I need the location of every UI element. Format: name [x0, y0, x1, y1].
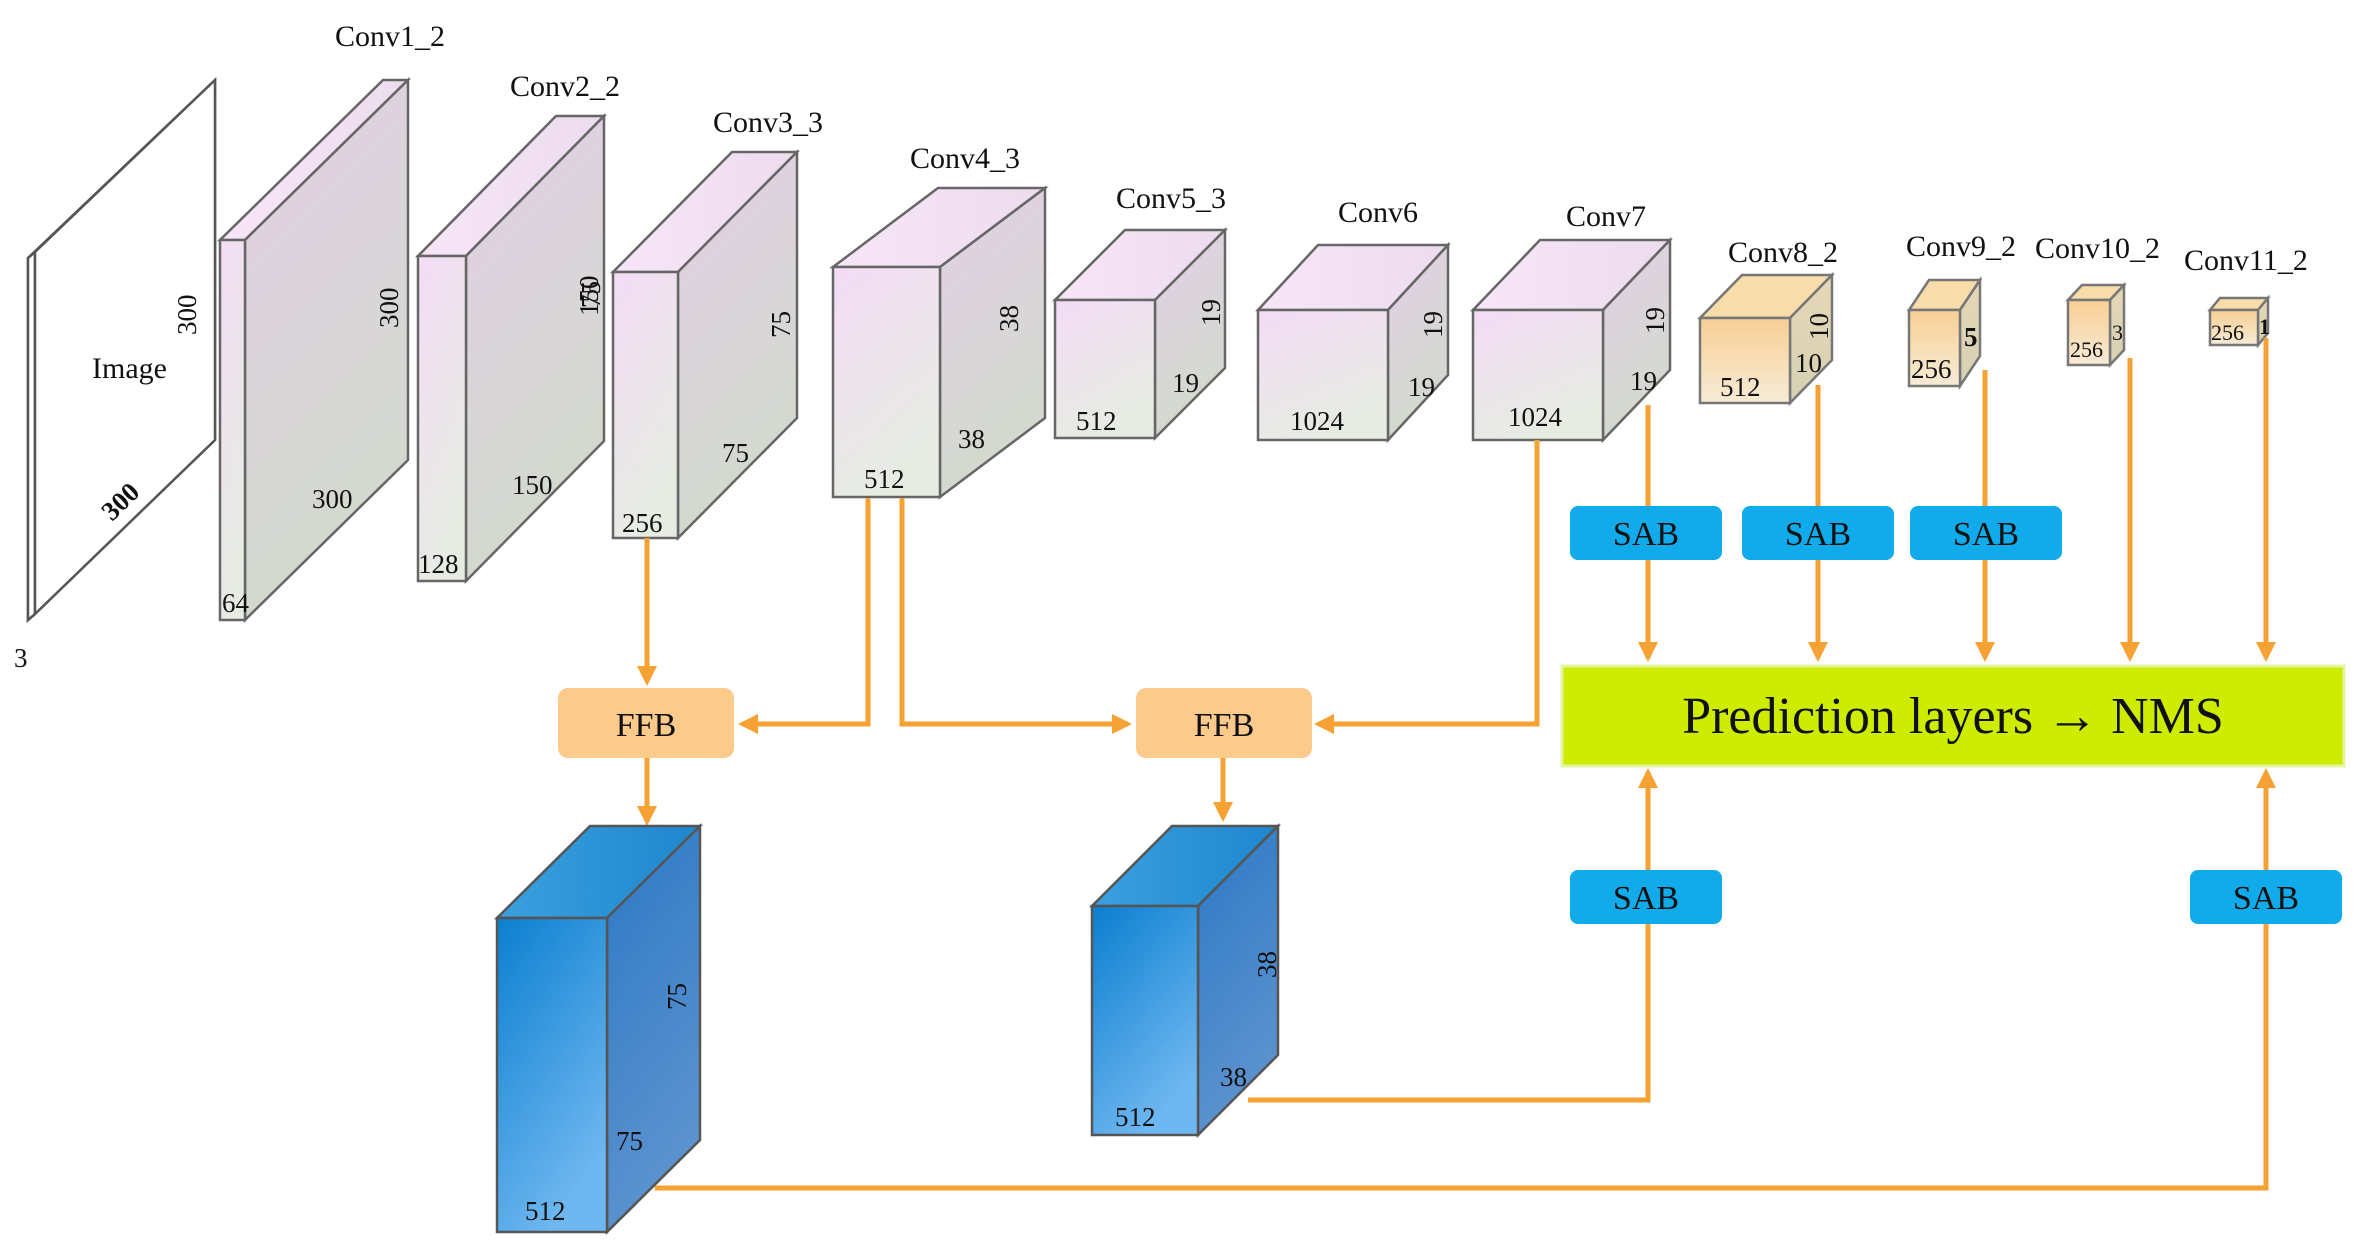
- layer-width-label: 75: [766, 311, 796, 338]
- fused-height-label: 75: [662, 983, 692, 1010]
- layer-channel-label: 512: [1076, 406, 1117, 436]
- image-label: Image: [92, 352, 167, 385]
- layer-height-label: 150: [574, 276, 604, 317]
- layer-channel-label: 256: [2211, 320, 2244, 345]
- layer-height-label: 19: [1418, 311, 1448, 338]
- layer-name-label: Conv1_2: [335, 20, 445, 53]
- layer-name-label: Conv11_2: [2184, 244, 2308, 277]
- image-height-label: 300: [172, 295, 202, 336]
- ffb-label: FFB: [1194, 707, 1255, 744]
- layer-conv7: Conv7 19 19 1024: [1470, 200, 1673, 444]
- layer-height-label: 5: [1964, 322, 1978, 352]
- layer-name-label: Conv10_2: [2035, 232, 2160, 265]
- layer-width-label: 300: [312, 484, 353, 514]
- sab-label: SAB: [1613, 880, 1679, 917]
- layer-channel-label: 64: [222, 588, 250, 618]
- layer-name-label: Conv2_2: [510, 70, 620, 103]
- layer-conv1-2: Conv1_2 300 300 64: [216, 20, 445, 623]
- layer-channel-label: 512: [864, 464, 905, 494]
- layer-height-label: 10: [1804, 313, 1834, 340]
- arrow-conv4-to-ffb2: [899, 498, 1132, 734]
- layer-width-label: 150: [512, 470, 553, 500]
- sab-box-1: SAB: [1570, 506, 1722, 560]
- fused-channel-label: 512: [525, 1196, 566, 1226]
- layer-name-label: Conv3_3: [713, 106, 823, 139]
- layer-conv11-2: Conv11_2 1 256: [2184, 244, 2308, 349]
- fused-output-block-1: 75 75 512: [493, 823, 704, 1235]
- arrow-conv4-to-ffb1: [738, 498, 871, 734]
- ffb-box-1: FFB: [558, 688, 734, 758]
- input-image-plane: Image 300 300 3: [14, 77, 217, 673]
- layer-channel-label: 512: [1720, 372, 1761, 402]
- ffb-label: FFB: [616, 707, 677, 744]
- layer-name-label: Conv9_2: [1906, 230, 2016, 263]
- fused-width-label: 75: [616, 1126, 643, 1156]
- sab-box-4: SAB: [1570, 870, 1722, 924]
- sab-label: SAB: [1613, 516, 1679, 553]
- sab-box-5: SAB: [2190, 870, 2342, 924]
- layer-height-label: 300: [374, 288, 404, 329]
- ffb-box-2: FFB: [1136, 688, 1312, 758]
- layer-conv9-2: Conv9_2 5 256: [1906, 230, 2016, 391]
- layer-width-label: 38: [958, 424, 985, 454]
- connector-arrows: [637, 338, 2276, 1191]
- sab-label: SAB: [1785, 516, 1851, 553]
- layer-conv3-3: Conv3_3 75 75 75 256: [576, 106, 823, 542]
- layer-channel-label: 1024: [1290, 406, 1345, 436]
- layer-conv8-2: Conv8_2 10 10 512: [1697, 236, 1838, 407]
- layer-conv5-3: Conv5_3 19 19 512: [1051, 182, 1229, 442]
- image-channels-label: 3: [14, 643, 28, 673]
- fused-width-label: 38: [1220, 1062, 1247, 1092]
- layer-width-label: 19: [1630, 366, 1657, 396]
- layer-height-label: 38: [994, 305, 1024, 332]
- layer-height-label: 19: [1196, 299, 1226, 326]
- layer-name-label: Conv8_2: [1728, 236, 1838, 269]
- sab-box-2: SAB: [1742, 506, 1894, 560]
- layer-height-label: 19: [1640, 307, 1670, 334]
- arrow-conv7-to-ffb2: [1314, 440, 1540, 734]
- fused-channel-label: 512: [1115, 1102, 1156, 1132]
- layer-width-label: 10: [1795, 348, 1822, 378]
- prediction-layers-box: Prediction layers → NMS: [1560, 664, 2346, 768]
- fused-height-label: 38: [1252, 951, 1282, 978]
- layer-channel-label: 1024: [1508, 402, 1563, 432]
- sab-box-3: SAB: [1910, 506, 2062, 560]
- layer-channel-label: 256: [2070, 337, 2103, 362]
- fused-output-block-2: 38 38 512: [1088, 822, 1282, 1139]
- prediction-label: Prediction layers → NMS: [1682, 688, 2224, 745]
- arrow-fused2-to-sab4: [1248, 922, 1651, 1103]
- layer-conv2-2: Conv2_2 150 150 128: [415, 70, 620, 585]
- layer-width-label: 19: [1408, 372, 1435, 402]
- layer-height-label: 3: [2112, 320, 2123, 345]
- layer-conv6: Conv6 19 19 1024: [1255, 196, 1451, 444]
- layer-channel-label: 256: [1911, 354, 1952, 384]
- layer-depth-label: 75: [722, 438, 749, 468]
- layer-width-label: 19: [1172, 368, 1199, 398]
- layer-conv10-2: Conv10_2 3 256: [2035, 232, 2160, 369]
- layer-name-label: Conv4_3: [910, 142, 1020, 175]
- sab-label: SAB: [2233, 880, 2299, 917]
- layer-conv4-3: Conv4_3 38 38 512: [829, 142, 1049, 500]
- layer-height-label: 1: [2259, 314, 2270, 339]
- layer-name-label: Conv5_3: [1116, 182, 1226, 215]
- sab-label: SAB: [1953, 516, 2019, 553]
- layer-height-label: 75: [576, 281, 606, 308]
- layer-name-label: Conv6: [1338, 196, 1418, 229]
- layer-name-label: Conv7: [1566, 200, 1646, 233]
- arrow-fused1-to-sab5: [655, 922, 2269, 1191]
- layer-channel-label: 256: [622, 508, 663, 538]
- layer-channel-label: 128: [418, 549, 459, 579]
